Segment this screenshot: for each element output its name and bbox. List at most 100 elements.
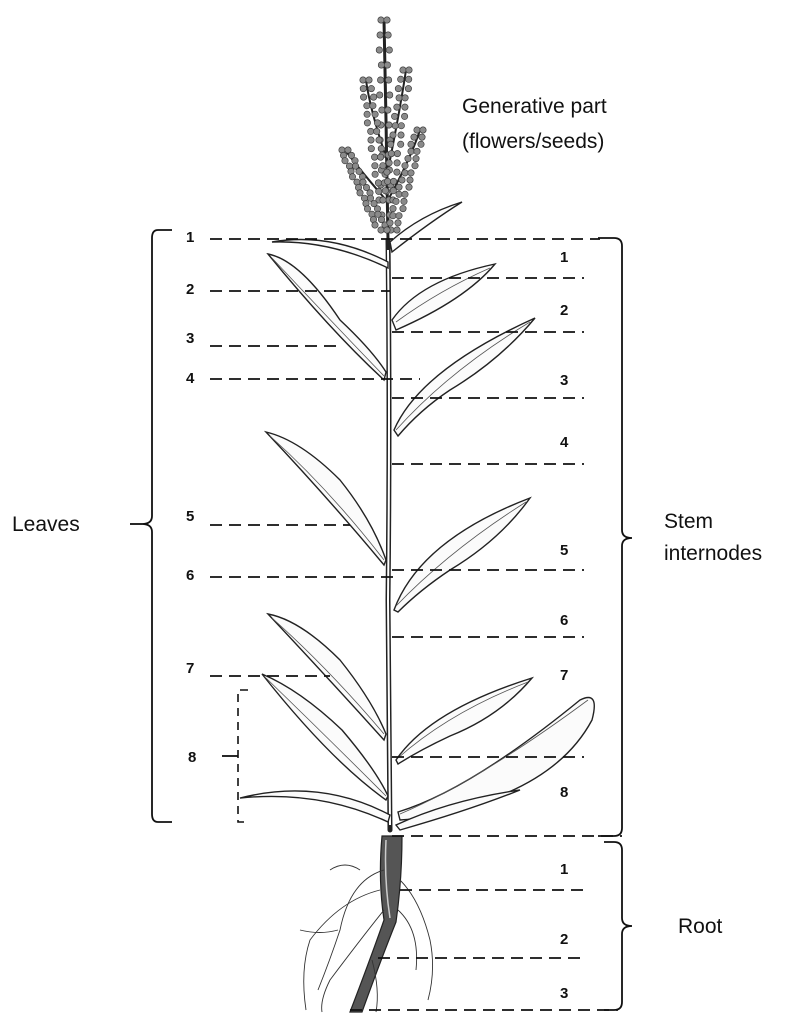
flower-cluster-dot (390, 213, 396, 219)
flower-cluster-dot (394, 160, 400, 166)
leaf-number-4: 4 (186, 370, 195, 387)
flower-cluster-dot (382, 188, 388, 194)
flower-cluster-dot (400, 67, 406, 73)
flower-cluster-dot (374, 120, 380, 126)
flower-cluster-dot (386, 47, 392, 53)
flower-cluster-dot (398, 76, 404, 82)
flower-cluster-dot (349, 174, 355, 180)
leaves-illustration (240, 202, 594, 830)
flower-cluster-dot (394, 227, 400, 233)
flower-cluster-dot (364, 120, 370, 126)
flower-cluster-dot (396, 184, 402, 190)
flower-cluster-dot (364, 103, 370, 109)
flower-cluster-dot (384, 62, 390, 68)
stem-number-1: 1 (560, 249, 568, 266)
plant-illustration (240, 17, 594, 1012)
flower-cluster-dot (384, 227, 390, 233)
flower-cluster-dot (377, 32, 383, 38)
flower-cluster-dot (377, 92, 383, 98)
flower-cluster-dot (376, 47, 382, 53)
leaf-number-8: 8 (188, 749, 196, 766)
leaf-number-6: 6 (186, 567, 194, 584)
leaves-label: Leaves (12, 513, 80, 536)
flower-cluster-dot (401, 198, 407, 204)
stem-number-2: 2 (560, 302, 568, 319)
flower-cluster-dot (402, 104, 408, 110)
flower-cluster-dot (379, 107, 385, 113)
flower-cluster-dot (394, 104, 400, 110)
flower-cluster-dot (360, 77, 366, 83)
flower-cluster-dot (396, 213, 402, 219)
flower-cluster-dot (408, 170, 414, 176)
flower-cluster-dot (372, 163, 378, 169)
flower-cluster-dot (390, 188, 396, 194)
flower-cluster-dot (372, 222, 378, 228)
flower-cluster-dot (384, 17, 390, 23)
flower-cluster-dot (406, 76, 412, 82)
flower-cluster-dot (385, 107, 391, 113)
flower-cluster-dot (380, 197, 386, 203)
root-number-1: 1 (560, 861, 568, 878)
flower-cluster-dot (398, 141, 404, 147)
stem-number-3: 3 (560, 372, 568, 389)
stem-number-6: 6 (560, 612, 568, 629)
leaf-number-3: 3 (186, 330, 194, 347)
root-numbers: 1 2 3 (560, 861, 568, 1002)
flower-cluster-dot (395, 220, 401, 226)
flower-cluster-dot (408, 141, 414, 147)
flower-cluster-dot (419, 134, 425, 140)
generative-label-line2: (flowers/seeds) (462, 130, 604, 153)
flower-cluster-dot (385, 32, 391, 38)
flower-cluster-dot (368, 137, 374, 143)
flower-cluster-dot (372, 171, 378, 177)
leaf-8-bracket (238, 690, 248, 822)
flower-cluster-dot (385, 77, 391, 83)
flower-cluster-dot (414, 148, 420, 154)
flower-cluster-dot (368, 85, 374, 91)
stem-number-5: 5 (560, 542, 568, 559)
flower-cluster-dot (395, 85, 401, 91)
root-illustration (300, 836, 433, 1012)
stem-bracket (598, 238, 632, 836)
flower-cluster-dot (371, 154, 377, 160)
flower-cluster-dot (357, 190, 363, 196)
flower-cluster-dot (394, 169, 400, 175)
flower-cluster-dot (412, 163, 418, 169)
flower-cluster-dot (396, 95, 402, 101)
flower-cluster-dot (390, 205, 396, 211)
stem-label-line2: internodes (664, 542, 762, 565)
leaves-bracket (130, 230, 172, 822)
root-number-2: 2 (560, 931, 568, 948)
leaf-number-5: 5 (186, 508, 194, 525)
flower-cluster-dot (391, 113, 397, 119)
generative-label-line1: Generative part (462, 95, 607, 118)
root-number-3: 3 (560, 985, 568, 1002)
leaf-number-2: 2 (186, 281, 194, 298)
flower-cluster-dot (388, 141, 394, 147)
flower-cluster-dot (407, 177, 413, 183)
inflorescence (339, 17, 426, 240)
flower-cluster-dot (402, 191, 408, 197)
stem-number-8: 8 (560, 784, 568, 801)
flower-cluster-dot (370, 94, 376, 100)
flower-cluster-dot (387, 220, 393, 226)
flower-cluster-dot (368, 145, 374, 151)
flower-cluster-dot (388, 150, 394, 156)
flower-cluster-dot (420, 127, 426, 133)
flower-cluster-dot (402, 170, 408, 176)
flower-cluster-dot (405, 85, 411, 91)
flower-cluster-dot (402, 95, 408, 101)
flower-cluster-dot (414, 127, 420, 133)
stem-label-line1: Stem (664, 510, 713, 533)
flower-cluster-dot (374, 128, 380, 134)
stem-number-7: 7 (560, 667, 568, 684)
flower-cluster-dot (378, 17, 384, 23)
flower-cluster-dot (377, 154, 383, 160)
flower-cluster-dot (384, 178, 390, 184)
flower-cluster-dot (398, 132, 404, 138)
leaf-number-7: 7 (186, 660, 194, 677)
flower-cluster-dot (393, 198, 399, 204)
flower-cluster-dot (364, 111, 370, 117)
flower-cluster-dot (386, 160, 392, 166)
flower-cluster-dot (380, 163, 386, 169)
